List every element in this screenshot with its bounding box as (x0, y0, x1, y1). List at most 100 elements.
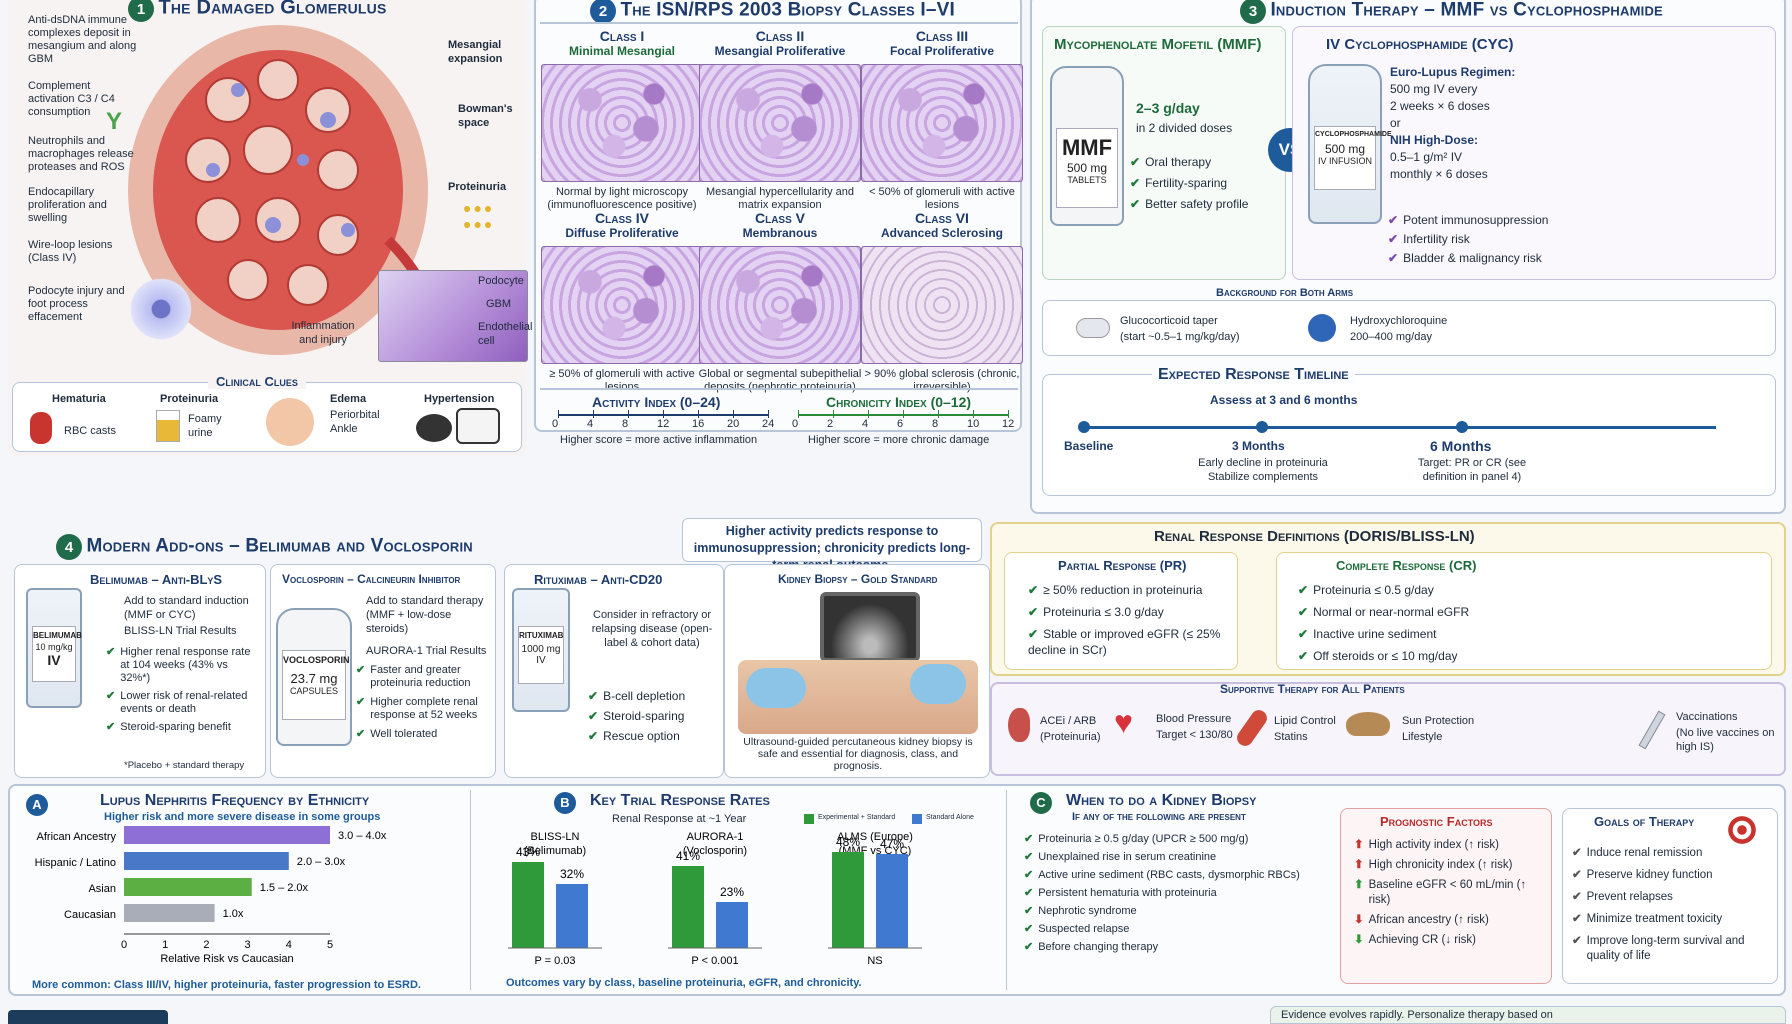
cyc-point: ✔Potent immunosuppression (1388, 213, 1549, 227)
group-name: ALMS (Europe) (837, 831, 913, 843)
biopsy-indication: ✔Active urine sediment (RBC casts, dysmo… (1024, 869, 1300, 881)
panel-b-footer: Outcomes vary by class, baseline protein… (506, 977, 862, 989)
tick-label: 5 (327, 939, 333, 951)
clue-proteinuria: Proteinuria (160, 393, 219, 405)
p-value: P = 0.03 (534, 955, 575, 967)
complete-response-card (1276, 552, 1772, 670)
mmf-bottle-name: MMF (1061, 135, 1113, 160)
belimumab-title: Belimumab – Anti-BLyS (90, 572, 223, 587)
goals-title: Goals of Therapy (1594, 814, 1695, 829)
class-desc: < 50% of glomeruli with active lesions (869, 186, 1015, 211)
rituximab-bag-route: IV (536, 655, 546, 666)
group-subtitle: (Voclosporin) (683, 845, 747, 857)
kidney-biopsy-text: Ultrasound-guided percutaneous kidney bi… (743, 736, 973, 772)
scale-tick-label: 8 (622, 418, 629, 430)
bp-cuff-icon (416, 414, 452, 442)
scale-tick-label: 2 (827, 418, 834, 430)
class-subtitle: Membranous (742, 226, 818, 240)
label-bowmans-space: Bowman's space (458, 103, 513, 129)
pr-criterion: ✔Proteinuria ≤ 3.0 g/day (1028, 605, 1164, 619)
histology-image (541, 64, 703, 182)
gloved-hand-icon (746, 668, 806, 708)
prognostic-factors-box (1340, 808, 1552, 984)
cyc-regimen-line: monthly × 6 doses (1390, 167, 1488, 181)
belimumab-bag-name: BELIMUMAB (33, 631, 82, 640)
biopsy-indication: ✔Nephrotic syndrome (1024, 905, 1137, 917)
cyc-point: ✔Infertility risk (1388, 232, 1470, 246)
goal-item: ✔Induce renal remission (1572, 847, 1703, 859)
class-subtitle: Diffuse Proliferative (565, 226, 679, 240)
cr-criterion: ✔Off steroids or ≤ 10 mg/day (1298, 649, 1458, 663)
label-wire-loop: Wire-loop lesions (Class IV) (28, 239, 113, 264)
scale-tick (558, 410, 559, 418)
data-label: 1.0x (223, 908, 244, 920)
belimumab-point: ✔Steroid-sparing benefit (106, 721, 231, 733)
scale-tick-label: 20 (727, 418, 740, 430)
supportive-therapy-title: Supportive Therapy for All Patients (1220, 682, 1405, 696)
class-heading: Class V (754, 210, 805, 226)
category-label: Hispanic / Latino (35, 857, 116, 869)
panel-number: 1 (128, 0, 154, 22)
panel-title: Modern Add-ons – Belimumab and Voclospor… (86, 535, 473, 557)
cyc-point: ✔Bladder & malignancy risk (1388, 251, 1542, 265)
class-subtitle: Advanced Sclerosing (880, 226, 1004, 240)
panel-c-letter: C (1030, 792, 1052, 814)
activity-index-title: Activity Index (0–24) (592, 394, 721, 410)
class-heading: Class VI (915, 210, 969, 226)
goal-item: ✔Minimize treatment toxicity (1572, 913, 1723, 925)
mmf-dose-detail: in 2 divided doses (1136, 121, 1233, 135)
biopsy-indication: ✔Unexplained rise in serum creatinine (1024, 851, 1217, 863)
data-label: 43% (516, 845, 540, 859)
support-lipid: Lipid Control (1274, 715, 1336, 727)
class-subtitle: Minimal Mesangial (568, 44, 676, 58)
histology-image (541, 246, 703, 364)
scale-tick-label: 4 (587, 418, 594, 430)
label-endocapillary: Endocapillary proliferation and swelling (28, 186, 107, 224)
class-heading: Class III (915, 28, 969, 44)
prognostic-factor: ⬆High activity index (↑ risk) (1354, 839, 1500, 851)
goal-item: ✔Preserve kidney function (1572, 869, 1713, 881)
timeline-6m-label: 6 Months (1430, 438, 1492, 454)
class-heading: Class II (755, 28, 805, 44)
panel-c-subtitle: If any of the following are present (1072, 811, 1246, 823)
partial-response-title: Partial Response (PR) (1058, 558, 1187, 573)
kidney-icon (1008, 708, 1030, 742)
support-lipid-detail: Statins (1274, 731, 1308, 743)
support-acei-detail: (Proteinuria) (1040, 731, 1101, 743)
mmf-title: Mycophenolate Mofetil (MMF) (1054, 36, 1262, 53)
heart-icon: ♥ (1114, 704, 1133, 740)
histology-image (699, 64, 861, 182)
label-proteinuria: Proteinuria (448, 181, 507, 193)
scale-tick (768, 410, 769, 418)
category-label: Asian (88, 883, 116, 895)
bar (124, 904, 215, 922)
voclosporin-intro: Add to standard therapy (MMF + low-dose … (366, 595, 484, 635)
goal-item: ✔Prevent relapses (1572, 891, 1673, 903)
panel-b-title: Key Trial Response Rates (590, 792, 770, 809)
chronicity-note: Higher score = more chronic damage (808, 434, 990, 446)
panel-title: The ISN/RPS 2003 Biopsy Classes I–VI (620, 0, 955, 21)
label-immune-complexes: Anti-dsDNA immune complexes deposit in m… (28, 14, 137, 65)
timeline-box (1042, 374, 1776, 496)
data-label: 47% (880, 837, 904, 851)
mmf-bottle-form: TABLETS (1067, 175, 1107, 185)
voclosporin-point: ✔Well tolerated (356, 728, 438, 740)
timeline-3m-detail: Early decline in proteinuria Stabilize c… (1198, 457, 1328, 483)
legend-label-standard: Standard Alone (926, 814, 974, 821)
urine-cup-icon (156, 410, 180, 442)
class-desc: Mesangial hypercellularity and matrix ex… (706, 186, 854, 211)
clue-edema: Edema (330, 393, 367, 405)
group-subtitle: (Belimumab) (524, 845, 586, 857)
tick-label: 0 (121, 939, 127, 951)
timeline-point-3m (1256, 421, 1268, 433)
scale-tick (1008, 410, 1009, 418)
scale-tick-label: 24 (762, 418, 775, 430)
pill-icon (1076, 318, 1110, 338)
mmf-bottle-dose: 500 mg (1066, 161, 1108, 175)
panel-biopsy-classes: 2 The ISN/RPS 2003 Biopsy Classes I–VI C… (534, 0, 1023, 446)
clue-edema-detail: Periorbital Ankle (330, 409, 380, 435)
cyc-vial-name: CYCLOPHOSPHAMIDE (1315, 131, 1392, 138)
